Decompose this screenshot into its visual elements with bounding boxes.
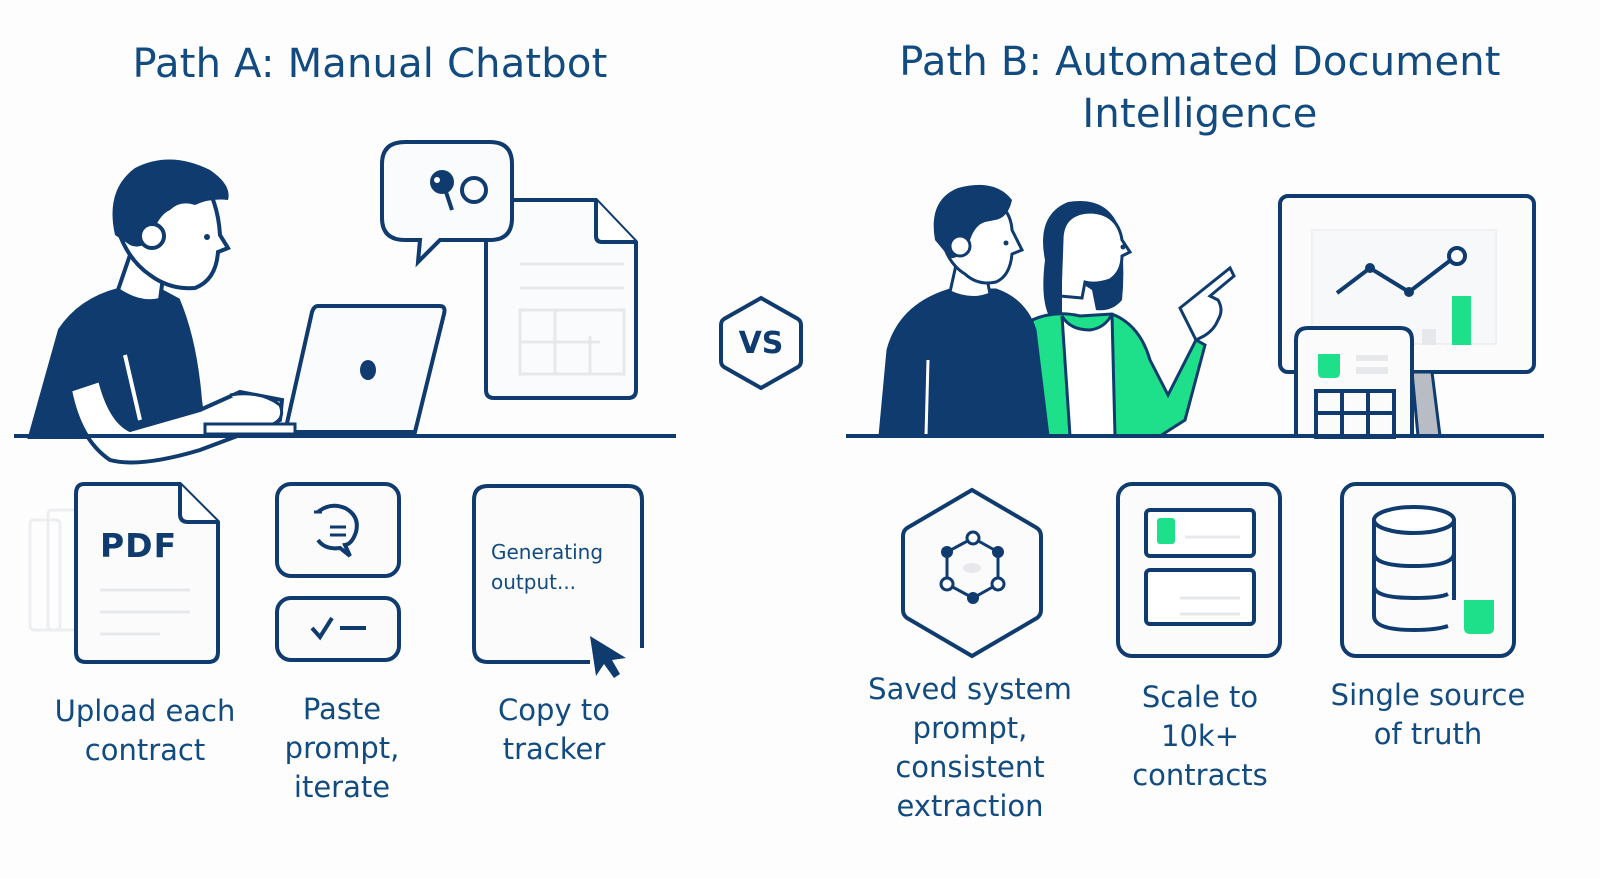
step-label-scale: Scale to 10k+ contracts — [1132, 680, 1268, 792]
chat-and-check-icon — [275, 482, 401, 662]
generating-output-text: Generating output... — [491, 540, 604, 594]
chat-bubble-icon — [380, 140, 514, 268]
cursor-icon — [590, 636, 626, 678]
two-people-icon — [878, 184, 1236, 438]
stacked-cards-icon — [1116, 482, 1282, 658]
vs-label: VS — [738, 326, 784, 361]
data-table-card-icon — [1294, 326, 1414, 439]
path-a-panel: Path A: Manual Chatbot — [0, 0, 760, 878]
hexagon-icon — [719, 295, 803, 391]
check-icon — [310, 616, 334, 641]
spreadsheet-document-icon — [484, 198, 638, 400]
man-typing-icon — [27, 159, 285, 465]
path-b-illustration — [846, 184, 1544, 659]
pdf-document-icon — [28, 482, 220, 664]
pdf-label: PDF — [100, 526, 178, 565]
path-a-title: Path A: Manual Chatbot — [132, 41, 608, 87]
step-label-paste: Paste prompt, iterate — [284, 692, 400, 804]
path-a-illustration — [14, 140, 676, 678]
step-label-single-source: Single source of truth — [1330, 678, 1526, 751]
generating-output-window-icon — [472, 484, 644, 678]
step-label-upload: Upload each contract — [54, 694, 236, 767]
hexagon-network-icon — [901, 487, 1043, 659]
database-icon — [1340, 482, 1516, 658]
step-label-saved-prompt: Saved system prompt, consistent extracti… — [868, 672, 1072, 823]
path-b-panel: Path B: Automated Document Intelligence — [800, 0, 1600, 878]
step-label-copy: Copy to tracker — [498, 693, 610, 766]
laptop-icon — [203, 304, 447, 436]
path-b-title: Path B: Automated Document Intelligence — [899, 39, 1501, 137]
